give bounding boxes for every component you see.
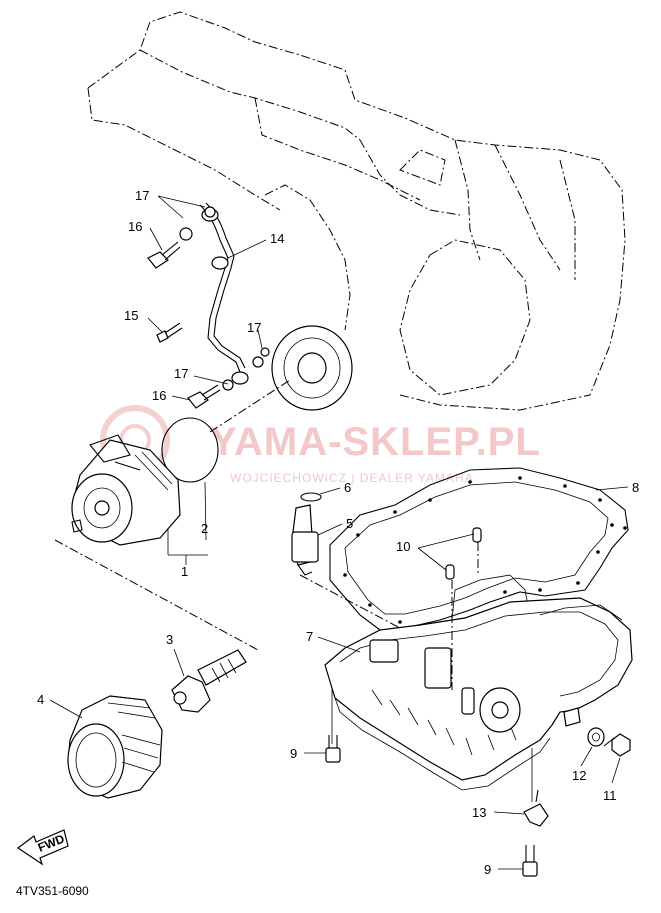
engine-outline [87,11,626,411]
callout-13: 13 [472,805,486,820]
bolt-9-upper [325,735,341,763]
callout-labels: 17 16 14 15 17 17 16 6 8 5 10 2 1 7 3 4 … [37,188,639,877]
callout-17-lower: 17 [174,366,188,381]
leader-lines [49,195,629,870]
oil-pipe [147,202,270,409]
bracket-13 [523,789,549,827]
oil-pan [324,597,633,791]
callout-6: 6 [344,480,351,495]
oil-filter [67,695,163,799]
callout-7: 7 [306,629,313,644]
union-bolt [171,649,247,713]
oil-cooler [71,434,181,546]
forward-arrow-icon: FWD [16,829,69,866]
callout-16-lower: 16 [152,388,166,403]
relief-valve [291,504,319,576]
callout-1: 1 [181,564,188,579]
callout-15: 15 [124,308,138,323]
callout-5: 5 [346,516,353,531]
callout-12: 12 [572,768,586,783]
small-o-ring [300,492,322,502]
callout-17-upper: 17 [135,188,149,203]
watermark: YAMA-SKLEP.PL WOJCIECHOWICZ | DEALER YAM… [100,405,541,485]
callout-8: 8 [632,480,639,495]
bolt-9-lower [522,845,538,877]
callout-2: 2 [201,521,208,536]
diagram-code: 4TV351-6090 [16,884,89,898]
drain-bolt-11 [603,733,631,757]
callout-3: 3 [166,632,173,647]
callout-11: 11 [603,788,617,803]
callout-17-right: 17 [247,320,261,335]
callout-10: 10 [396,539,410,554]
engine-boss [271,325,353,411]
callout-16-upper: 16 [128,219,142,234]
gasket-12 [587,727,605,747]
watermark-main: YAMA-SKLEP.PL [210,420,541,464]
callout-14: 14 [270,231,284,246]
watermark-sub: WOJCIECHOWICZ | DEALER YAMAHA [230,471,474,485]
callout-9-upper: 9 [290,746,297,761]
callout-9-lower: 9 [484,862,491,877]
callout-4: 4 [37,692,44,707]
o-ring [161,417,219,483]
dowel-pins [445,527,482,580]
